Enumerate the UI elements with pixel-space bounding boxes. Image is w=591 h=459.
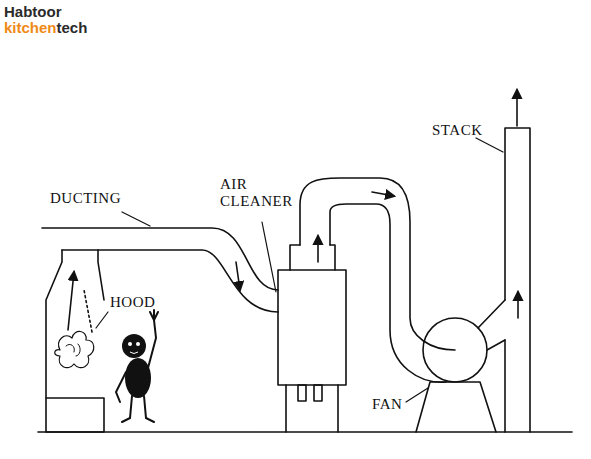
air-cleaner-neck [290, 245, 335, 270]
part-label: HOOD [110, 294, 155, 311]
leader-line [96, 312, 108, 328]
hood-outline [46, 250, 62, 398]
airflow-arrow [517, 292, 519, 318]
air-cleaner-stand [286, 385, 338, 432]
worker-figure [116, 310, 158, 422]
airflow-arrow [516, 90, 518, 126]
part-label: STACK [432, 122, 482, 139]
air-cleaner-outlet [298, 385, 306, 401]
hood-outline [62, 250, 104, 300]
smoke-cloud [55, 331, 94, 367]
duct-wall [330, 204, 446, 382]
part-label: AIR CLEANER [220, 176, 300, 210]
logo-text: Habtoor [4, 4, 62, 20]
stack-outline [504, 340, 506, 432]
part-label: DUCTING [50, 190, 121, 207]
airflow-arrow [372, 192, 394, 196]
logo-text: kitchen [4, 20, 57, 36]
logo-text: tech [57, 20, 88, 36]
air-cleaner-body [278, 270, 346, 385]
airflow-dots [84, 290, 92, 332]
part-label: FAN [372, 396, 402, 413]
leader-line [406, 388, 428, 402]
airflow-arrow [236, 262, 240, 290]
workbench [46, 398, 104, 432]
airflow-arrow [68, 272, 74, 330]
stack-outline [505, 128, 530, 432]
leader-line [476, 138, 503, 152]
leader-line [262, 222, 276, 292]
fan-outlet [478, 300, 505, 350]
leader-line [122, 212, 150, 226]
ground-line [38, 431, 572, 433]
fan-base [416, 382, 496, 432]
duct-wall [42, 228, 278, 290]
airflow-arrow [317, 236, 319, 262]
duct-wall [98, 250, 278, 312]
air-cleaner-outlet [314, 385, 322, 401]
smoke-cloud [66, 344, 80, 356]
